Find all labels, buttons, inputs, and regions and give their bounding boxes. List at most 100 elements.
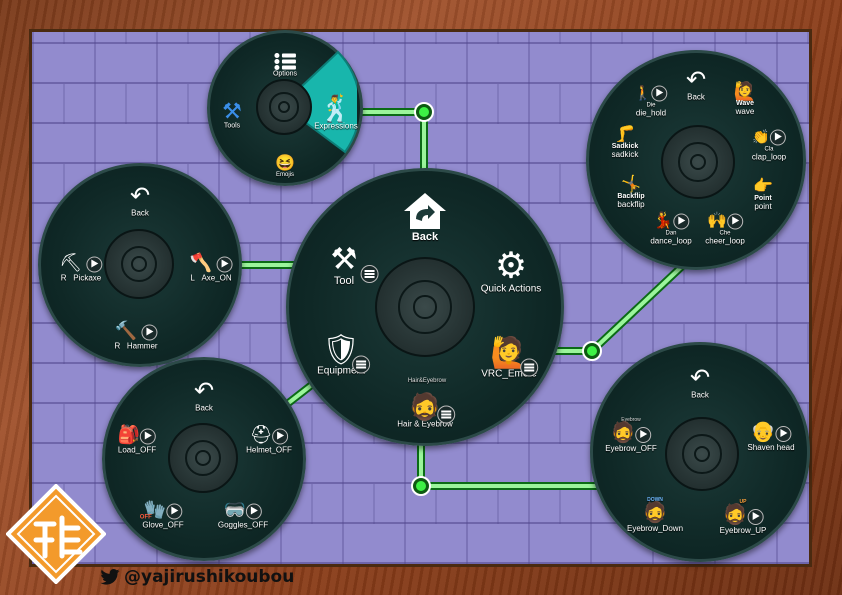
point-label: point [754, 202, 772, 211]
cheer-label: cheer_loop [705, 236, 745, 246]
eyebrow-off-item[interactable]: Eyebrow 🧔 Eyebrow_OFF [605, 417, 657, 453]
tool-back-label: Back [131, 208, 149, 218]
eyebrow-off-label: Eyebrow_OFF [605, 444, 657, 453]
play-icon [86, 256, 103, 273]
goggles-icon: 🥽 [223, 499, 247, 520]
hair-menu-hub[interactable] [665, 417, 739, 491]
clap-icon: 👏 [752, 128, 770, 145]
hammer-label: Hammer [126, 341, 158, 351]
submenu-icon [351, 355, 370, 374]
play-icon [272, 428, 289, 445]
hair-radial-menu: ↶ Back Eyebrow 🧔 Eyebrow_OFF 👴 Shaven he… [590, 342, 810, 562]
eyebrow-down-item[interactable]: DOWN 🧔 Eyebrow_Down [627, 497, 683, 533]
load-label: Load_OFF [117, 445, 157, 455]
axe-label: Axe_ON [201, 273, 232, 283]
clap-label: clap_loop [751, 152, 787, 162]
play-icon [635, 426, 652, 443]
equipment-item[interactable]: 🛡 Equipment [317, 335, 370, 377]
tools-icon: ⚒ [330, 243, 358, 276]
pickaxe-item[interactable]: ⛏ R Pickaxe [59, 254, 103, 283]
pickaxe-hand-label: R [60, 273, 67, 283]
twitter-credit[interactable]: @yajirushikoubou [100, 567, 294, 587]
tools-wrench-icon: ⚒ [222, 98, 242, 124]
play-icon [140, 428, 157, 445]
vrc-emote-item[interactable]: 🙋 VRC_Emote [481, 338, 539, 380]
hair-eyebrow-label: Hair & Eyebrow [397, 419, 453, 429]
backpack-icon: 🎒 [117, 424, 141, 445]
wave-label: wave [735, 107, 755, 116]
main-back-item[interactable]: Back [402, 191, 448, 243]
submenu-icon [360, 265, 379, 283]
glove-item[interactable]: 🧤 OFF Glove_OFF [139, 501, 184, 530]
falling-figure-icon: 🚶 [634, 84, 652, 101]
helmet-item[interactable]: ⛑ Helmet_OFF [246, 426, 292, 455]
shaven-head-item[interactable]: 👴 Shaven head [747, 422, 794, 452]
top-menu-hub[interactable] [256, 79, 312, 135]
wave-title: Wave [735, 100, 755, 107]
hair-back-label: Back [691, 390, 709, 400]
helmet-label: Helmet_OFF [246, 445, 292, 455]
play-icon [672, 213, 689, 230]
kick-figure-icon: 🦵 [615, 126, 635, 143]
cheer-figure-icon: 🙌 [707, 212, 727, 230]
vrc-emote-label: VRC_Emote [481, 368, 537, 380]
die-label: die_hold [635, 108, 667, 118]
home-back-icon [404, 193, 446, 229]
emote-menu-hub[interactable] [661, 125, 735, 199]
play-icon [651, 85, 668, 102]
sadkick-item[interactable]: 🦵 Sadkick sadkick [612, 126, 639, 160]
eyebrow-up-item[interactable]: UP 🧔 Eyebrow_UP [720, 499, 767, 535]
backflip-item[interactable]: 🤸 Backflip backflip [617, 177, 644, 210]
tool-back-item[interactable]: ↶ Back [130, 184, 150, 218]
emojis-item[interactable]: 😆 Emojis [275, 156, 295, 179]
eyebrow-down-label: Eyebrow_Down [626, 524, 684, 533]
point-item[interactable]: 👉 Point point [753, 179, 773, 212]
emote-back-item[interactable]: ↶ Back [685, 66, 707, 102]
dancing-figure-icon: 🕺 [319, 93, 353, 124]
wave-item[interactable]: 🙋 Wave wave [734, 82, 756, 116]
cheer-title: Che [719, 230, 731, 237]
play-icon [166, 503, 183, 520]
dance-item[interactable]: 💃 Dan dance_loop [650, 213, 691, 246]
hammer-item[interactable]: 🔨 R Hammer [114, 322, 157, 351]
clap-item[interactable]: 👏 Cla clap_loop [752, 129, 786, 162]
eyebrow-down-tag: DOWN [647, 497, 663, 503]
quick-actions-item[interactable]: ⚙ Quick Actions [481, 247, 542, 295]
goggles-item[interactable]: 🥽 Goggles_OFF [218, 501, 268, 530]
equipment-label: Equipment [317, 365, 365, 377]
expressions-item[interactable]: 🕺 Expressions [314, 96, 358, 131]
goggles-label: Goggles_OFF [217, 520, 269, 530]
hair-eyebrow-item[interactable]: 🧔 Hair & Eyebrow [397, 391, 455, 429]
tools-label: Tools [223, 122, 241, 130]
die-title: Die [646, 102, 656, 109]
hair-back-item[interactable]: ↶ Back [690, 366, 710, 400]
emojis-label: Emojis [275, 172, 295, 178]
play-icon [216, 256, 233, 273]
glove-off-tag: OFF [139, 514, 152, 521]
yajirushi-logo-icon [6, 484, 106, 584]
load-item[interactable]: 🎒 Load_OFF [117, 424, 157, 455]
hammer-hand-label: R [114, 341, 121, 351]
play-icon [747, 508, 764, 525]
main-menu-hub[interactable] [375, 257, 475, 357]
dance-figure-icon: 💃 [653, 212, 673, 230]
bearded-head-icon: 🧔 [722, 504, 748, 526]
back-arrow-icon: ↶ [685, 66, 707, 94]
cheer-item[interactable]: 🙌 Che cheer_loop [705, 213, 745, 246]
equip-back-label: Back [195, 403, 213, 413]
equip-back-item[interactable]: ↶ Back [194, 379, 214, 413]
die-item[interactable]: 🚶 Die die_hold [634, 84, 668, 118]
play-icon [775, 425, 792, 442]
shaven-head-label: Shaven head [747, 443, 795, 452]
tool-menu-hub[interactable] [104, 229, 174, 299]
tool-item[interactable]: ⚒ Tool [330, 243, 379, 287]
equipment-menu-hub[interactable] [168, 423, 238, 493]
play-icon [246, 503, 263, 520]
axe-item[interactable]: 🪓 L Axe_ON [190, 254, 233, 283]
options-label: Options [272, 70, 298, 78]
eyebrow-up-tag: UP [739, 499, 747, 505]
tools-item[interactable]: ⚒ Tools [222, 98, 242, 130]
options-item[interactable]: Options [273, 53, 297, 78]
bearded-head-icon: 🧔 [408, 391, 442, 422]
equipment-radial-menu: ↶ Back 🎒 Load_OFF ⛑ Helmet_OFF 🧤 OFF Glo… [102, 357, 306, 561]
